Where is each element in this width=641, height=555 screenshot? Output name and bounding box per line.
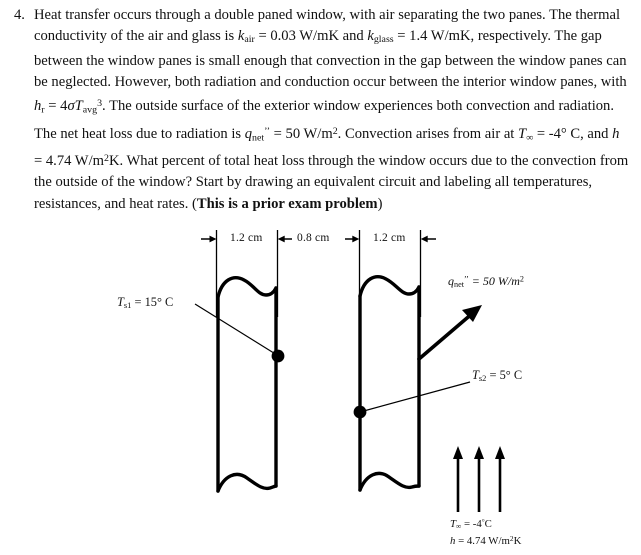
Ts1-value: = 15° C [131,295,174,309]
prior-exam-note: This is a prior exam problem [196,195,378,212]
hr-symbol: h [34,98,42,115]
dimension-label-left-pane: 1.2 cm [230,232,263,244]
Ts2-label: Ts2 = 5° C [472,368,522,383]
T-avg-exponent: 3 [97,97,103,109]
Tinf-subscript: ∞ [526,131,534,143]
dimension-arrows [201,235,436,243]
dimension-label-air-gap: 0.8 cm [297,232,330,244]
qnet-symbol: q [244,125,253,142]
k-glass-symbol: k [367,28,374,45]
problem-number: 4. [14,7,25,23]
Ts2-leader [353,381,471,419]
Tinf-figure-symbol: T [450,518,457,531]
Tinf-symbol: T [518,125,527,142]
Ts2-symbol: T [472,368,479,382]
dim-arrow-gap-left [277,235,292,243]
qnet-flux-primes: ’’ [463,274,469,284]
qnet-flux-subscript: net [454,279,464,289]
problem-statement: 4. Heat transfer occurs through a double… [0,0,641,215]
qnet-primes: ’’ [264,125,271,137]
convection-arrow-2 [474,446,484,512]
Tinf-figure-subscript: ∞ [456,521,462,531]
convection-arrows [453,446,505,512]
Ts2-node-dot [353,405,367,419]
Ts1-symbol: T [117,295,124,309]
dim-arrow-right-outer [420,235,436,243]
sigma-symbol: σ [67,98,75,115]
problem-seg-5: . The outside surface of the exterior wi… [34,98,614,142]
Ts2-value: = 5° C [486,368,523,382]
figure-canvas [194,230,505,512]
h-line: h = 4.74 W/m2K [450,533,521,548]
k-air-subscript: air [244,34,255,46]
problem-seg-6: = 50 W/m [270,125,333,142]
qnet-flux-label: qnet’’ = 50 W/m2 [448,274,524,289]
qnet-subscript: net [252,131,265,143]
left-window-pane [216,276,278,493]
qnet-flux-exponent: 2 [519,274,524,284]
problem-text: Heat transfer occurs through a double pa… [34,5,631,215]
problem-seg-11: ) [377,195,383,212]
right-pane-bottom-break [358,471,421,492]
problem-seg-7: . Convection arises from air at [337,125,519,142]
problem-seg-1: Heat transfer occurs through a double pa… [34,7,620,45]
window-cross-section-figure: 1.2 cm 0.8 cm 1.2 cm Ts1 = 15° C Ts2 = 5… [0,222,641,555]
dimension-label-right-pane: 1.2 cm [373,232,406,244]
Tinf-degree-symbol: ° [481,517,485,526]
Ts1-label: Ts1 = 15° C [117,295,173,310]
qnet-unit-exponent: 2 [332,125,338,137]
problem-seg-2: = 0.03 W/mK and [254,28,368,45]
h-symbol: h [612,125,620,142]
h-figure-symbol: h [450,535,456,548]
right-pane-top-break [358,275,421,298]
problem-seg-3: = 1.4 W/mK, respectively. The gap betwee… [34,28,627,90]
dim-arrow-left-outer [201,235,217,243]
h-figure-value: = 4.74 W/m [455,535,510,548]
Tinf-figure-unit: C [484,518,492,531]
T-avg-symbol: T [74,98,83,115]
left-pane-top-break [216,276,278,299]
T-avg-subscript: avg [82,104,98,116]
h-figure-unit: K [513,535,522,548]
hr-subscript: r [41,104,45,116]
Tinf-line: T∞ = -4°C [450,516,521,533]
Ts2-subscript: s2 [478,372,487,383]
Ts1-node-dot [271,349,285,363]
qnet-flux-symbol: q [448,274,454,288]
h-unit-exponent: 2 [103,153,109,165]
problem-seg-9: = 4.74 W/m [34,153,104,170]
ambient-conditions-label: T∞ = -4°C h = 4.74 W/m2K [450,516,521,548]
problem-seg-8: = -4° C, and [533,125,613,142]
problem-seg-4: = 4 [44,98,68,115]
problem-paragraph: Heat transfer occurs through a double pa… [34,5,631,215]
Ts1-subscript: s1 [123,299,132,310]
right-window-pane [358,275,421,492]
k-glass-subscript: glass [373,34,394,46]
convection-arrow-1 [453,446,463,512]
radiation-flux-arrow [417,305,482,361]
Ts1-leader [194,303,285,363]
Tinf-figure-value: = -4 [461,518,482,531]
h-figure-exponent: 2 [509,534,514,544]
convection-arrow-3 [495,446,505,512]
dim-arrow-gap-right [345,235,360,243]
left-pane-bottom-break [216,472,278,493]
k-air-symbol: k [237,28,245,45]
problem-seg-10: K. What percent of total heat loss throu… [34,153,629,212]
problem-row: 4. Heat transfer occurs through a double… [8,5,631,215]
qnet-flux-value: = 50 W/m [468,274,520,288]
